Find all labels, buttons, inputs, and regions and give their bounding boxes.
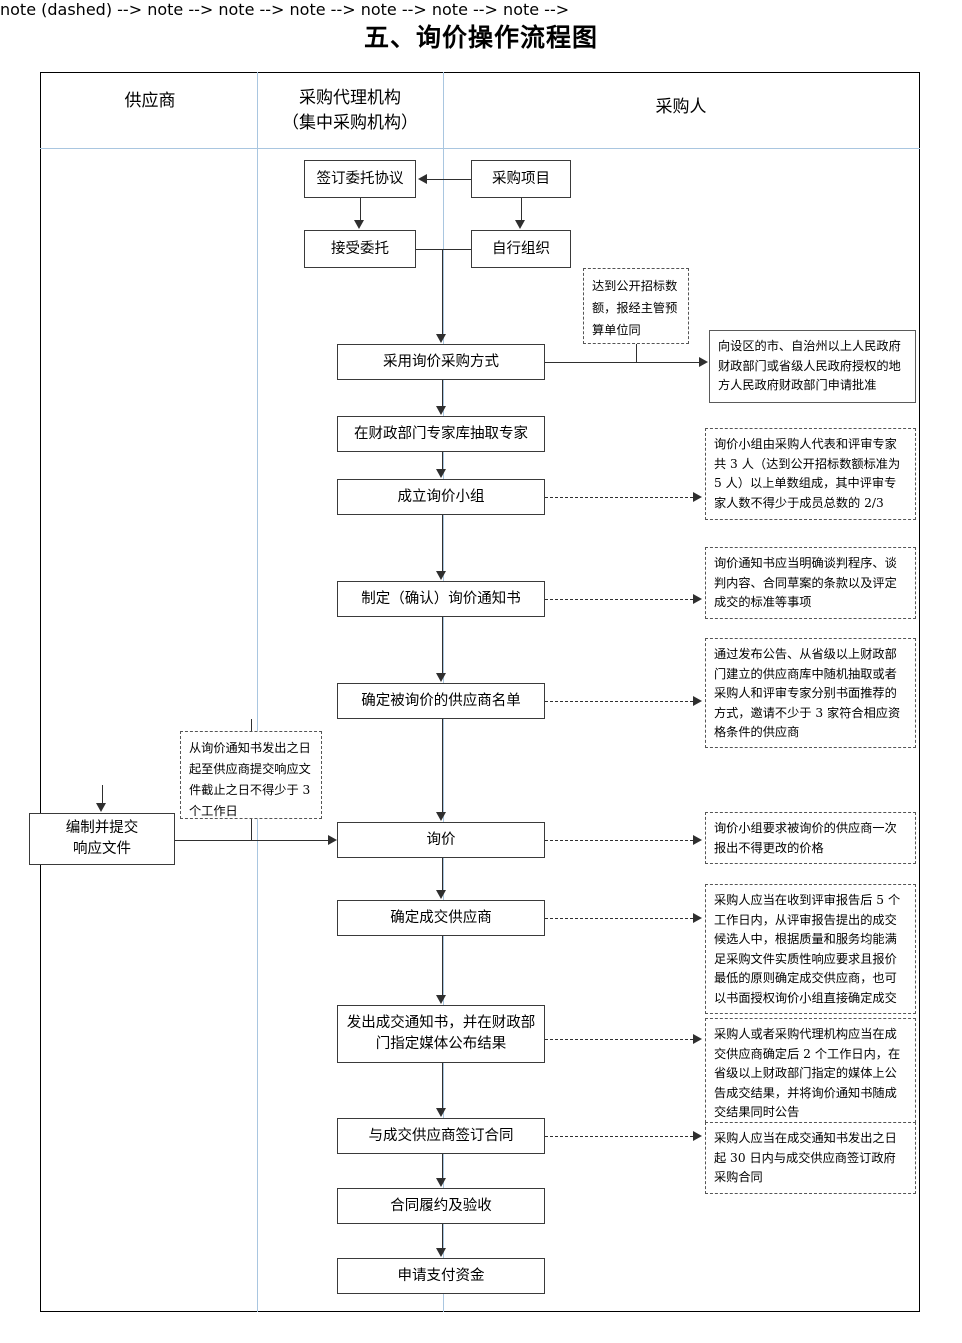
arrowhead-determine-to-note	[693, 913, 702, 923]
node-prepare-submit-line2: 响应文件	[73, 841, 131, 857]
node-adopt-inquiry[interactable]: 采用询价采购方式	[337, 344, 545, 380]
arrowhead-inquiry-to-note	[693, 835, 702, 845]
conn-determine-to-note	[545, 918, 693, 919]
node-form-inquiry-group[interactable]: 成立询价小组	[337, 479, 545, 515]
node-confirm-supplier-list[interactable]: 确定被询价的供应商名单	[337, 683, 545, 719]
arrowhead-group-to-note	[693, 492, 702, 502]
chart-frame	[40, 72, 920, 1312]
lane-header-agency-line2: （集中采购机构）	[282, 113, 418, 133]
arrowhead-project-to-self	[515, 220, 525, 229]
note-public-bid-threshold: 达到公开招标数额，报经主管预算单位同	[583, 268, 689, 344]
arrowhead-adopt-to-experts	[436, 406, 446, 415]
node-accept-entrust[interactable]: 接受委托	[304, 230, 416, 268]
conn-deadline-note-drop	[251, 819, 252, 841]
note-announce-result: 采购人或者采购代理机构应当在成交供应商确定后 2 个工作日内，在省级以上财政部门…	[705, 1018, 916, 1128]
arrowhead-prepare-to-inquiry	[328, 835, 337, 845]
note-one-time-quote: 询价小组要求被询价的供应商一次报出不得更改的价格	[705, 812, 916, 864]
arrowhead-sign-to-note	[693, 1131, 702, 1141]
conn-issue-to-sign	[442, 1063, 443, 1108]
arrowhead-project-to-sign	[418, 174, 427, 184]
node-issue-award-notice-line1: 发出成交通知书，并在财政部	[346, 1015, 536, 1031]
node-prepare-submit-line1: 编制并提交	[65, 820, 139, 836]
arrowhead-inquiry-to-determine	[436, 890, 446, 899]
lane-divider-1	[257, 72, 258, 1312]
node-inquiry[interactable]: 询价	[337, 822, 545, 858]
arrowhead-performance-to-payment	[436, 1248, 446, 1257]
conn-group-to-notice	[442, 515, 443, 571]
conn-sign-to-accept	[360, 198, 361, 220]
note-apply-approval: 向设区的市、自治州以上人民政府财政部门或省级人民政府授权的地方人民政府财政部门申…	[709, 330, 916, 403]
node-sign-entrust[interactable]: 签订委托协议	[304, 160, 416, 198]
conn-notice-to-note	[545, 599, 693, 600]
lane-header-agency-line1: 采购代理机构	[299, 88, 401, 108]
conn-group-to-note	[545, 497, 693, 498]
node-issue-award-notice-line2: 门指定媒体公布结果	[375, 1036, 507, 1052]
node-draw-experts[interactable]: 在财政部门专家库抽取专家	[337, 416, 545, 452]
conn-issue-to-note	[545, 1039, 693, 1040]
node-sign-contract[interactable]: 与成交供应商签订合同	[337, 1118, 545, 1154]
node-apply-payment[interactable]: 申请支付资金	[337, 1258, 545, 1294]
conn-sign-to-note	[545, 1136, 693, 1137]
arrowhead-issue-to-sign	[436, 1108, 446, 1117]
node-issue-award-notice[interactable]: 发出成交通知书，并在财政部 门指定媒体公布结果	[337, 1005, 545, 1063]
arrowhead-determine-to-issue	[436, 995, 446, 1004]
node-determine-supplier[interactable]: 确定成交供应商	[337, 900, 545, 936]
conn-determine-to-issue	[442, 936, 443, 995]
conn-inquiry-to-note	[545, 840, 693, 841]
conn-project-to-self	[521, 198, 522, 220]
arrowhead-adopt-to-approval	[699, 357, 708, 367]
node-self-organize[interactable]: 自行组织	[471, 230, 571, 268]
arrowhead-notice-to-note	[693, 594, 702, 604]
conn-join-to-adopt	[442, 249, 443, 334]
conn-project-to-sign	[427, 179, 471, 180]
arrowhead-sign-to-accept	[354, 220, 364, 229]
conn-adopt-to-approval	[545, 362, 700, 363]
arrowhead-issue-to-note	[693, 1034, 702, 1044]
conn-notice-to-list	[442, 617, 443, 673]
arrowhead-list-to-inquiry	[436, 812, 446, 821]
conn-experts-to-group	[442, 452, 443, 470]
lane-header-supplier: 供应商	[124, 91, 176, 111]
note-determine-rule: 采购人应当在收到评审报告后 5 个工作日内，从评审报告提出的成交候选人中，根据质…	[705, 884, 916, 1014]
conn-prepare-feed	[102, 785, 103, 803]
arrowhead-group-to-notice	[436, 571, 446, 580]
arrowhead-experts-to-group	[436, 469, 446, 478]
note-inquiry-notice-content: 询价通知书应当明确谈判程序、谈判内容、合同草案的条款以及评定成交的标准等事项	[705, 547, 916, 619]
node-prepare-submit-response[interactable]: 编制并提交 响应文件	[29, 813, 175, 865]
arrowhead-list-to-note	[693, 696, 702, 706]
conn-sign-to-performance	[442, 1154, 443, 1178]
node-purchase-project[interactable]: 采购项目	[471, 160, 571, 198]
conn-list-to-inquiry	[442, 719, 443, 812]
conn-accept-self-join	[416, 249, 471, 250]
page-title: 五、询价操作流程图	[363, 23, 598, 52]
conn-list-to-prepare-drop	[251, 719, 252, 731]
conn-inquiry-to-determine	[442, 858, 443, 890]
arrowhead-to-prepare	[96, 803, 106, 812]
arrowhead-join-to-adopt	[436, 334, 446, 343]
conn-threshold-note-drop	[636, 344, 637, 363]
node-contract-performance[interactable]: 合同履约及验收	[337, 1188, 545, 1224]
note-sign-within-30-days: 采购人应当在成交通知书发出之日起 30 日内与成交供应商签订政府采购合同	[705, 1122, 916, 1194]
node-make-inquiry-notice[interactable]: 制定（确认）询价通知书	[337, 581, 545, 617]
lane-header-agency: 采购代理机构 （集中采购机构）	[259, 86, 441, 136]
lane-header-purchaser: 采购人	[655, 97, 707, 117]
note-invite-suppliers: 通过发布公告、从省级以上财政部门建立的供应商库中随机抽取或者采购人和评审专家分别…	[705, 638, 916, 748]
arrowhead-notice-to-list	[436, 673, 446, 682]
lane-header-rule	[40, 148, 920, 149]
conn-adopt-to-experts	[442, 380, 443, 407]
conn-list-to-note	[545, 701, 693, 702]
conn-prepare-to-inquiry	[175, 840, 330, 841]
arrowhead-sign-to-performance	[436, 1178, 446, 1187]
conn-performance-to-payment	[442, 1224, 443, 1248]
note-response-deadline: 从询价通知书发出之日起至供应商提交响应文件截止之日不得少于 3 个工作日	[180, 731, 322, 819]
note-group-composition: 询价小组由采购人代表和评审专家共 3 人（达到公开招标数额标准为 5 人）以上单…	[705, 428, 916, 520]
